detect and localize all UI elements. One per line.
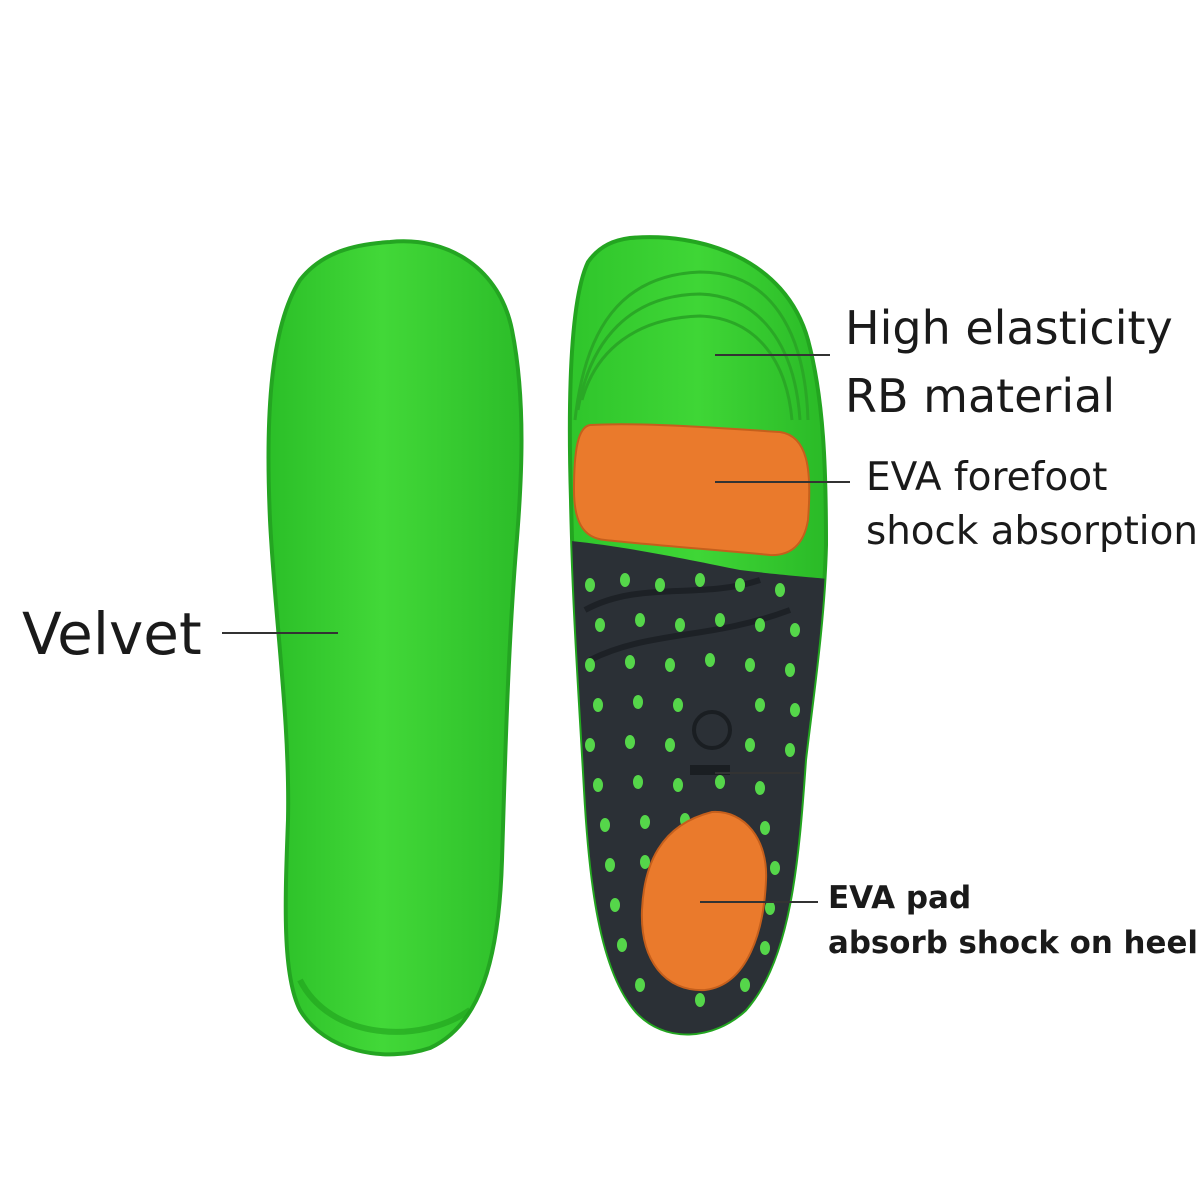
eva-forefoot-pad [572, 423, 811, 557]
label-rb-line1: High elasticity [845, 301, 1173, 355]
label-heel-line2: absorb shock on heel [828, 925, 1198, 961]
label-rb-line2: RB material [845, 369, 1116, 423]
black-base [569, 540, 826, 1034]
leader-lines [222, 354, 850, 903]
label-forefoot-line1: EVA forefoot [866, 455, 1108, 500]
right-insole [567, 235, 829, 1036]
label-velvet: Velvet [22, 600, 202, 668]
label-forefoot-line2: shock absorption [866, 509, 1198, 554]
left-insole [266, 239, 524, 1057]
green-dot-pattern [585, 573, 800, 1007]
label-heel-line1: EVA pad [828, 880, 972, 916]
